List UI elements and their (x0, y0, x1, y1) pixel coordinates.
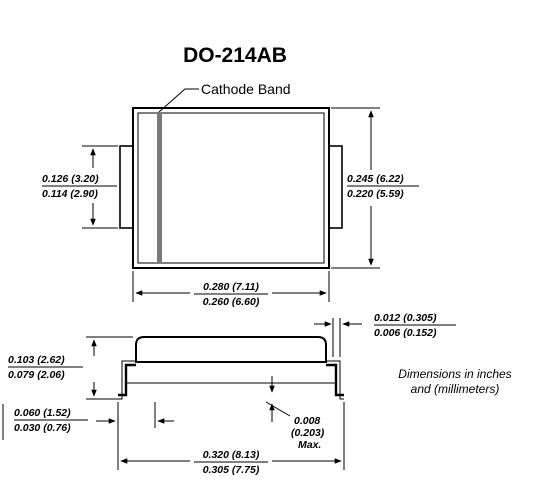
body-height-max-text: 0.245 (6.22) (347, 173, 404, 185)
cathode-leader-line (158, 88, 199, 113)
top-body-inner-outline (137, 112, 325, 264)
body-height-min-text: 0.220 (5.59) (347, 188, 404, 200)
lead-thickness-max-text: 0.012 (0.305) (374, 312, 437, 324)
standoff-text-1: 0.008 (294, 415, 320, 427)
foot-max-text: 0.060 (1.52) (14, 407, 71, 419)
standoff-leader-line (265, 401, 291, 417)
body-width-min-text: 0.260 (6.60) (203, 296, 260, 308)
left-lead-tab (119, 145, 135, 229)
lead-width-max-text: 0.126 (3.20) (42, 173, 99, 185)
cathode-band-label: Cathode Band (201, 81, 291, 97)
side-body-outline (135, 336, 327, 363)
height-min-text: 0.079 (2.06) (8, 369, 65, 381)
right-lead-tab (327, 145, 343, 229)
lead-width-min-text: 0.114 (2.90) (42, 188, 98, 200)
height-max-text: 0.103 (2.62) (8, 354, 65, 366)
side-view: 0.012 (0.305) 0.006 (0.152) 0.103 (2.62)… (2, 312, 456, 476)
right-lead-profile-outer (326, 360, 344, 400)
overall-min-text: 0.305 (7.75) (203, 464, 260, 476)
units-note-line-1: Dimensions in inches (398, 367, 511, 381)
top-view: Cathode Band 0.126 (3.20) 0.114 (2.90) 0… (42, 81, 419, 308)
units-note-line-2: and (millimeters) (411, 382, 500, 396)
cathode-band (157, 113, 162, 263)
foot-min-text: 0.030 (0.76) (14, 422, 71, 434)
body-width-max-text: 0.280 (7.11) (203, 281, 259, 293)
left-lead-profile-outer (118, 360, 136, 400)
standoff-text-3: Max. (298, 439, 321, 451)
top-body-outline (132, 107, 330, 269)
right-lead-profile (326, 363, 344, 397)
lead-thickness-min-text: 0.006 (0.152) (374, 327, 437, 339)
left-lead-profile (118, 363, 136, 397)
package-title: DO-214AB (183, 44, 287, 67)
overall-max-text: 0.320 (8.13) (203, 449, 260, 461)
standoff-text-2: (0.203) (291, 427, 325, 439)
